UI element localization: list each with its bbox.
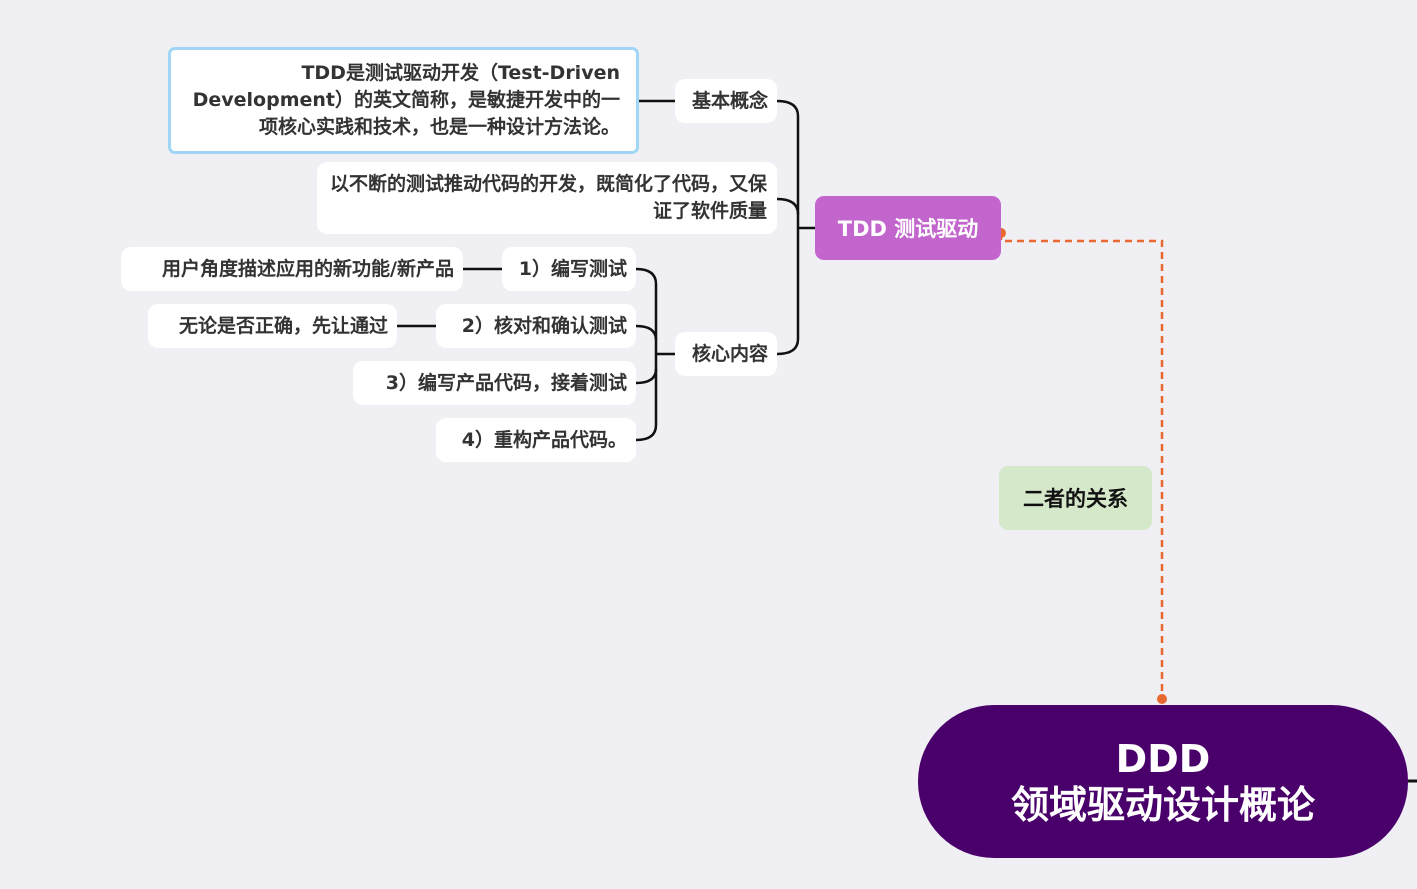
root-topic[interactable]: DDD 领域驱动设计概论	[918, 705, 1408, 858]
basic-concept-detail[interactable]: TDD是测试驱动开发（Test-Driven Development）的英文简称…	[168, 47, 639, 154]
core-bracket	[635, 267, 658, 442]
step-1-topic[interactable]: 1）编写测试	[502, 247, 636, 291]
core-step3-branch	[635, 368, 658, 385]
core-step2-branch	[635, 324, 658, 341]
tdd-topic[interactable]: TDD 测试驱动	[815, 196, 1001, 260]
tdd-bracket	[776, 99, 800, 356]
root-title-line2: 领域驱动设计概论	[1010, 782, 1315, 827]
step-4-topic[interactable]: 4）重构产品代码。	[436, 418, 636, 462]
relation-label[interactable]: 二者的关系	[999, 466, 1152, 530]
basic-concept-topic[interactable]: 基本概念	[675, 79, 777, 123]
tdd-summary-topic[interactable]: 以不断的测试推动代码的开发，既简化了代码，又保证了软件质量	[317, 162, 777, 234]
step-2-detail[interactable]: 无论是否正确，先让通过	[148, 304, 397, 348]
core-content-topic[interactable]: 核心内容	[675, 332, 777, 376]
step-1-detail[interactable]: 用户角度描述应用的新功能/新产品	[121, 247, 463, 291]
root-title-line1: DDD	[1115, 736, 1211, 781]
relation-link-end-dot	[1157, 694, 1167, 704]
step-3-topic[interactable]: 3）编写产品代码，接着测试	[353, 361, 636, 405]
step-2-topic[interactable]: 2）核对和确认测试	[436, 304, 636, 348]
tdd-summary-branch	[776, 197, 800, 215]
